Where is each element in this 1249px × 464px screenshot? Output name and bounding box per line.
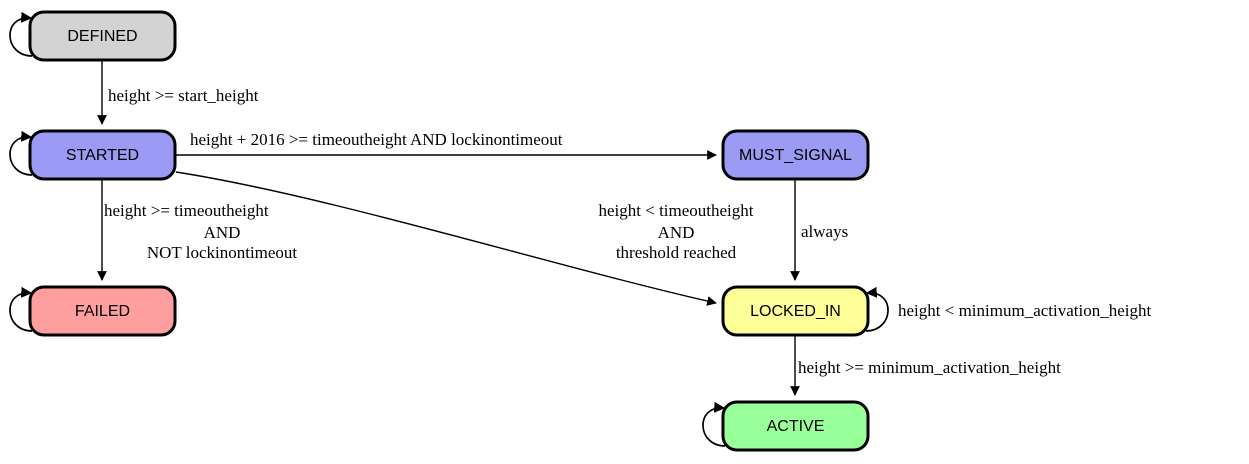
self-loop-failed [9,286,33,332]
edge-label-started-to-failed-line3: NOT lockinontimeout [147,243,298,262]
state-label-failed: FAILED [75,303,130,320]
edge-label-locked-in-self-loop: height < minimum_activation_height [898,301,1151,320]
state-node-failed[interactable]: FAILED [28,285,177,337]
state-label-locked-in: LOCKED_IN [750,303,841,320]
state-node-active[interactable]: ACTIVE [721,400,870,452]
edge-label-started-to-locked-in-line2: AND [658,223,695,242]
state-label-started: STARTED [66,147,139,164]
state-label-active: ACTIVE [767,418,825,435]
state-node-defined[interactable]: DEFINED [28,10,177,62]
self-loop-defined [9,11,33,57]
state-label-defined: DEFINED [67,28,137,45]
edge-label-started-to-failed: height >= timeoutheight AND NOT lockinon… [104,201,297,262]
edge-label-started-to-failed-line2: AND [204,223,241,242]
self-loop-locked-in [865,286,889,332]
edge-started-to-locked-in [175,171,717,306]
edge-label-started-to-failed-line1: height >= timeoutheight [104,201,269,220]
edge-label-started-to-must-signal: height + 2016 >= timeoutheight AND locki… [190,130,563,149]
state-node-started[interactable]: STARTED [28,129,177,181]
edge-label-started-to-locked-in: height < timeoutheight AND threshold rea… [598,201,753,262]
edge-label-must-signal-to-locked-in: always [801,222,848,241]
state-node-must-signal[interactable]: MUST_SIGNAL [721,129,870,181]
edge-label-started-to-locked-in-line1: height < timeoutheight [598,201,753,220]
self-loop-started [9,130,33,176]
state-label-must-signal: MUST_SIGNAL [739,147,852,164]
self-loop-active [702,401,726,447]
edge-label-started-to-locked-in-line3: threshold reached [616,243,737,262]
edge-label-defined-to-started: height >= start_height [108,86,259,105]
state-node-locked-in[interactable]: LOCKED_IN [721,285,870,337]
edge-label-locked-in-to-active: height >= minimum_activation_height [798,358,1061,377]
